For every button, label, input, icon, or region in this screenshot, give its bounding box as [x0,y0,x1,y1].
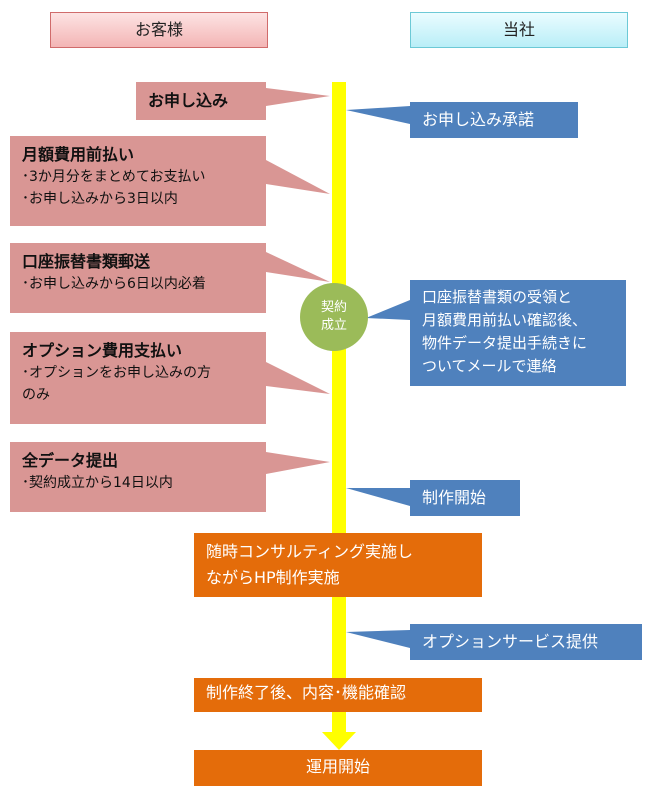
pointer-option [266,362,330,394]
step-title: 口座振替書類郵送 [22,252,151,271]
step-detail: ながらHP制作実施 [206,568,340,587]
step-title: オプション費用支払い [22,341,183,360]
timeline-bar [332,82,346,734]
milestone-line1: 契約 [320,300,347,315]
step-detail: ･お申し込みから3日以内 [22,191,178,207]
step-title: 月額費用前払い [22,145,135,164]
step-title: お申し込み [148,91,229,110]
pointer-contact [366,300,410,320]
step-detail: ･オプションをお申し込みの方 [22,365,211,381]
step-detail: ･3か月分をまとめてお支払い [22,169,206,185]
center-step-consulting: 随時コンサルティング実施し ながらHP制作実施 [194,533,482,597]
step-detail: 随時コンサルティング実施し [206,542,414,561]
company-step-start-production: 制作開始 [410,480,520,516]
step-detail: ･契約成立から14日以内 [22,475,173,491]
center-step-launch: 運用開始 [194,750,482,786]
company-step-contact: 口座振替書類の受領と 月額費用前払い確認後、 物件データ提出手続きに ついてメー… [410,280,626,386]
step-detail: 物件データ提出手続きに [422,334,588,352]
milestone-line2: 成立 [320,318,347,333]
pointer-mail [266,252,330,282]
customer-step-mail-documents: 口座振替書類郵送 ･お申し込みから6日以内必着 [10,243,266,313]
customer-step-apply: お申し込み [136,82,266,120]
pointer-start [346,488,410,506]
center-step-final-check: 制作終了後、内容･機能確認 [194,678,482,712]
step-detail: ついてメールで連絡 [422,357,557,375]
pointer-apply [266,88,330,106]
timeline-arrowhead [322,732,356,750]
customer-step-option-payment: オプション費用支払い ･オプションをお申し込みの方 のみ [10,332,266,424]
step-detail: ･お申し込みから6日以内必着 [22,276,206,292]
pointer-option-service [346,630,410,648]
pointer-prepay [266,160,330,194]
contract-milestone: 契約 成立 [300,283,368,351]
company-step-accept: お申し込み承諾 [410,102,578,138]
step-detail: 月額費用前払い確認後、 [422,311,588,329]
step-detail: のみ [22,387,50,403]
step-detail: 口座振替書類の受領と [422,288,573,306]
customer-step-submit-data: 全データ提出 ･契約成立から14日以内 [10,442,266,512]
step-title: 全データ提出 [22,451,119,470]
customer-step-prepay: 月額費用前払い ･3か月分をまとめてお支払い ･お申し込みから3日以内 [10,136,266,226]
company-step-option-service: オプションサービス提供 [410,624,642,660]
customer-header: お客様 [50,12,268,48]
company-header: 当社 [410,12,628,48]
pointer-data [266,452,330,474]
pointer-accept [346,106,410,124]
